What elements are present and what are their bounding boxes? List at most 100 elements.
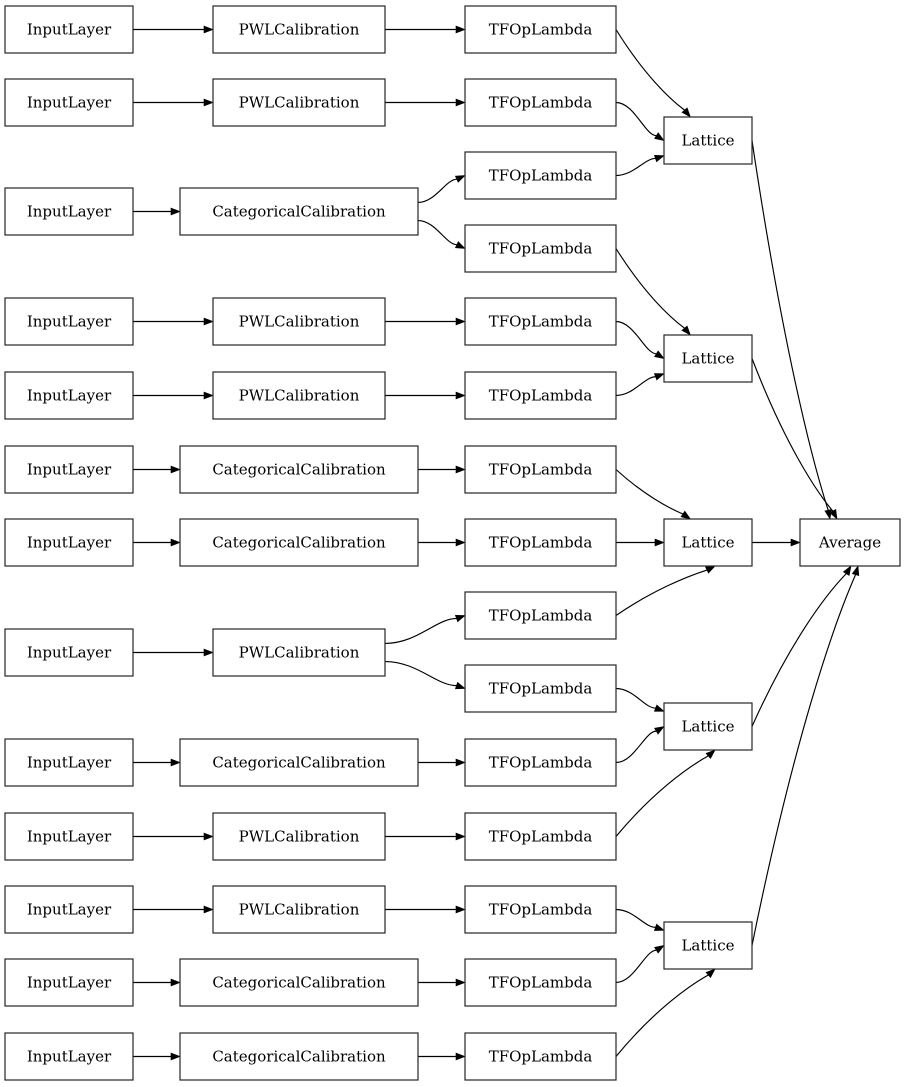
node-box[interactable]	[663, 702, 753, 751]
node-cal4[interactable]: PWLCalibration	[212, 297, 386, 346]
node-cal13[interactable]: CategoricalCalibration	[179, 1032, 419, 1081]
node-cal1[interactable]: PWLCalibration	[212, 5, 386, 54]
node-lat2[interactable]: Lattice	[663, 334, 753, 383]
node-box[interactable]	[179, 518, 419, 567]
node-box[interactable]	[4, 518, 134, 567]
node-cal10[interactable]: PWLCalibration	[212, 812, 386, 861]
node-box[interactable]	[4, 812, 134, 861]
node-in6[interactable]: InputLayer	[4, 445, 134, 494]
node-op1[interactable]: TFOpLambda	[464, 5, 617, 54]
node-box[interactable]	[663, 116, 753, 165]
node-box[interactable]	[4, 628, 134, 677]
node-in3[interactable]: InputLayer	[4, 187, 134, 236]
node-box[interactable]	[179, 958, 419, 1007]
node-in7[interactable]: InputLayer	[4, 518, 134, 567]
node-op5[interactable]: TFOpLambda	[464, 297, 617, 346]
arrow-head-icon	[454, 681, 466, 690]
node-op4[interactable]: TFOpLambda	[464, 224, 617, 273]
node-lat5[interactable]: Lattice	[663, 921, 753, 970]
node-op7[interactable]: TFOpLambda	[464, 445, 617, 494]
node-in10[interactable]: InputLayer	[4, 812, 134, 861]
node-box[interactable]	[464, 958, 617, 1007]
node-box[interactable]	[663, 518, 753, 567]
node-box[interactable]	[212, 78, 386, 127]
node-op2[interactable]: TFOpLambda	[464, 78, 617, 127]
node-box[interactable]	[4, 958, 134, 1007]
node-in13[interactable]: InputLayer	[4, 1032, 134, 1081]
edge-lat4-to-avg	[751, 565, 852, 727]
node-cal7[interactable]: CategoricalCalibration	[179, 518, 419, 567]
node-box[interactable]	[464, 5, 617, 54]
node-box[interactable]	[464, 738, 617, 787]
node-box[interactable]	[4, 371, 134, 420]
node-op14[interactable]: TFOpLambda	[464, 958, 617, 1007]
node-cal6[interactable]: CategoricalCalibration	[179, 445, 419, 494]
node-box[interactable]	[464, 664, 617, 713]
node-box[interactable]	[4, 297, 134, 346]
node-cal8[interactable]: PWLCalibration	[212, 628, 386, 677]
node-label: CategoricalCalibration	[212, 974, 386, 992]
node-in4[interactable]: InputLayer	[4, 297, 134, 346]
node-op12[interactable]: TFOpLambda	[464, 812, 617, 861]
node-box[interactable]	[464, 297, 617, 346]
node-op10[interactable]: TFOpLambda	[464, 664, 617, 713]
node-cal2[interactable]: PWLCalibration	[212, 78, 386, 127]
node-box[interactable]	[464, 591, 617, 640]
node-cal12[interactable]: CategoricalCalibration	[179, 958, 419, 1007]
node-box[interactable]	[4, 187, 134, 236]
node-box[interactable]	[464, 518, 617, 567]
node-op13[interactable]: TFOpLambda	[464, 885, 617, 934]
node-box[interactable]	[663, 921, 753, 970]
node-box[interactable]	[4, 445, 134, 494]
node-in5[interactable]: InputLayer	[4, 371, 134, 420]
node-cal5[interactable]: PWLCalibration	[212, 371, 386, 420]
node-box[interactable]	[4, 885, 134, 934]
node-box[interactable]	[4, 78, 134, 127]
node-box[interactable]	[464, 885, 617, 934]
node-box[interactable]	[4, 5, 134, 54]
node-box[interactable]	[212, 297, 386, 346]
node-box[interactable]	[212, 371, 386, 420]
node-op8[interactable]: TFOpLambda	[464, 518, 617, 567]
node-avg[interactable]: Average	[799, 518, 901, 567]
node-box[interactable]	[212, 5, 386, 54]
node-lat1[interactable]: Lattice	[663, 116, 753, 165]
node-in1[interactable]: InputLayer	[4, 5, 134, 54]
node-box[interactable]	[464, 1032, 617, 1081]
node-box[interactable]	[212, 812, 386, 861]
node-box[interactable]	[464, 812, 617, 861]
node-op9[interactable]: TFOpLambda	[464, 591, 617, 640]
node-box[interactable]	[179, 738, 419, 787]
node-box[interactable]	[4, 738, 134, 787]
node-in11[interactable]: InputLayer	[4, 885, 134, 934]
node-cal11[interactable]: PWLCalibration	[212, 885, 386, 934]
node-box[interactable]	[464, 151, 617, 200]
node-label: InputLayer	[27, 754, 112, 772]
node-box[interactable]	[464, 224, 617, 273]
node-box[interactable]	[663, 334, 753, 383]
node-box[interactable]	[464, 445, 617, 494]
node-op11[interactable]: TFOpLambda	[464, 738, 617, 787]
node-box[interactable]	[4, 1032, 134, 1081]
node-box[interactable]	[799, 518, 901, 567]
node-in2[interactable]: InputLayer	[4, 78, 134, 127]
node-op3[interactable]: TFOpLambda	[464, 151, 617, 200]
node-lat3[interactable]: Lattice	[663, 518, 753, 567]
node-box[interactable]	[464, 78, 617, 127]
node-box[interactable]	[179, 1032, 419, 1081]
node-box[interactable]	[464, 371, 617, 420]
node-box[interactable]	[212, 628, 386, 677]
arrow-head-icon	[705, 565, 716, 574]
arrow-head-icon	[170, 1052, 181, 1061]
node-op15[interactable]: TFOpLambda	[464, 1032, 617, 1081]
node-box[interactable]	[179, 187, 419, 236]
node-cal3[interactable]: CategoricalCalibration	[179, 187, 419, 236]
node-box[interactable]	[212, 885, 386, 934]
node-box[interactable]	[179, 445, 419, 494]
node-cal9[interactable]: CategoricalCalibration	[179, 738, 419, 787]
node-in8[interactable]: InputLayer	[4, 628, 134, 677]
node-in12[interactable]: InputLayer	[4, 958, 134, 1007]
node-lat4[interactable]: Lattice	[663, 702, 753, 751]
node-op6[interactable]: TFOpLambda	[464, 371, 617, 420]
node-in9[interactable]: InputLayer	[4, 738, 134, 787]
